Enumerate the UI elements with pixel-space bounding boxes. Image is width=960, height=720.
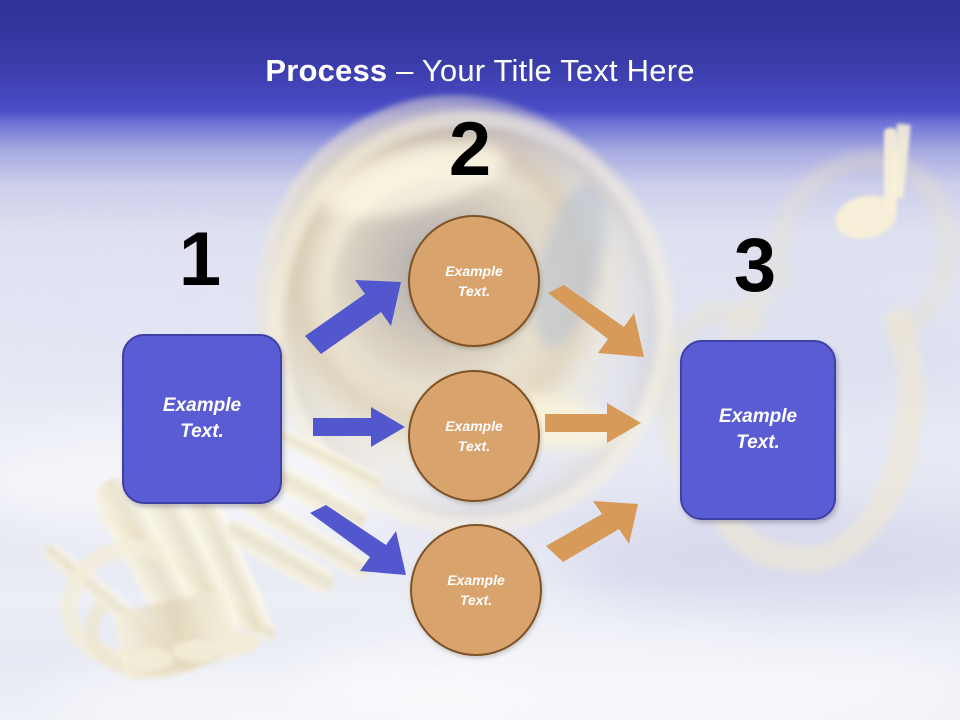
- step-number-3: 3: [733, 223, 777, 308]
- step-1-box-label: Example Text.: [162, 395, 242, 442]
- blue-arrow-up-right-icon: [305, 278, 405, 354]
- slide-title-rest: – Your Title Text Here: [387, 53, 695, 88]
- step-3-box-label: Example Text.: [718, 406, 798, 453]
- blue-arrow-down-right-icon: [310, 505, 410, 579]
- step-1-box[interactable]: Example Text.: [122, 334, 282, 504]
- step-number-1: 1: [178, 217, 222, 302]
- step-2-circle-top[interactable]: Example Text.: [408, 215, 540, 347]
- orange-arrow-right-icon: [545, 403, 641, 443]
- step-3-box[interactable]: Example Text.: [680, 340, 836, 520]
- orange-arrow-down-right-icon: [548, 285, 648, 361]
- slide-title-strong: Process: [265, 53, 388, 88]
- slide-title: Process – Your Title Text Here: [0, 52, 960, 90]
- step-2-circle-bottom[interactable]: Example Text.: [410, 524, 542, 656]
- step-2-circle-bottom-label: Example Text.: [447, 572, 505, 608]
- step-2-circle-top-label: Example Text.: [445, 263, 503, 299]
- step-2-circle-middle[interactable]: Example Text.: [408, 370, 540, 502]
- orange-arrow-up-right-icon: [546, 500, 640, 562]
- step-number-2: 2: [448, 107, 492, 192]
- blue-arrow-right-icon: [313, 407, 405, 447]
- step-2-circle-middle-label: Example Text.: [445, 418, 503, 454]
